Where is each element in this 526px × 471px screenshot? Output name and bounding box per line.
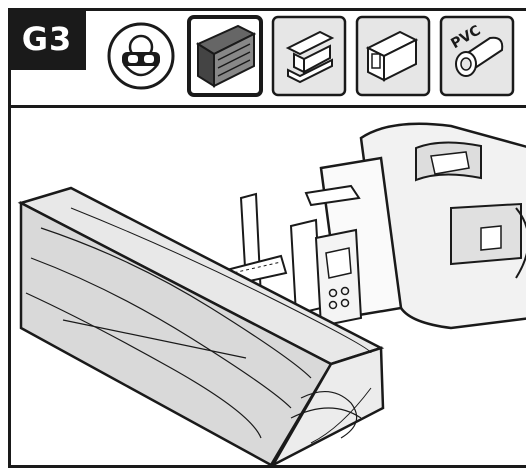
instruction-frame	[8, 8, 526, 468]
wood-material-icon	[186, 14, 264, 98]
metal-i-beam-icon	[270, 14, 348, 98]
metal-square-tube-icon	[354, 14, 432, 98]
step-label: G3	[8, 8, 86, 70]
safety-goggles-icon	[102, 14, 180, 98]
pvc-pipe-icon: PVC	[438, 14, 516, 98]
instruction-header	[8, 8, 526, 108]
saw-cutting-wood-illustration	[11, 108, 526, 465]
